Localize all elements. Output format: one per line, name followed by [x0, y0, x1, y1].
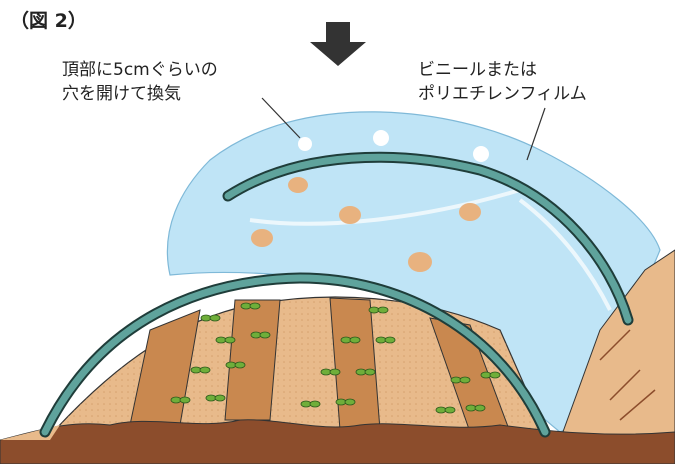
vent-holes	[298, 130, 489, 162]
ground-soil	[0, 419, 675, 464]
callout-film-line2: ポリエチレンフィルム	[418, 84, 587, 104]
condensation-droplets	[251, 177, 481, 272]
leader-line-film	[526, 107, 546, 161]
furrows	[129, 297, 511, 433]
leader-line-vent	[261, 97, 301, 139]
callout-vent: 頂部に5cmぐらいの 穴を開けて換気	[62, 58, 218, 106]
seedlings	[170, 302, 501, 414]
callout-vent-line1: 頂部に5cmぐらいの	[62, 60, 218, 80]
callout-vent-line2: 穴を開けて換気	[62, 84, 181, 104]
hillside-right	[559, 249, 675, 441]
callout-film: ビニールまたは ポリエチレンフィルム	[418, 58, 587, 106]
down-arrow-icon	[310, 22, 366, 66]
callout-film-line1: ビニールまたは	[418, 60, 537, 80]
figure-label: （図 2）	[10, 10, 87, 32]
